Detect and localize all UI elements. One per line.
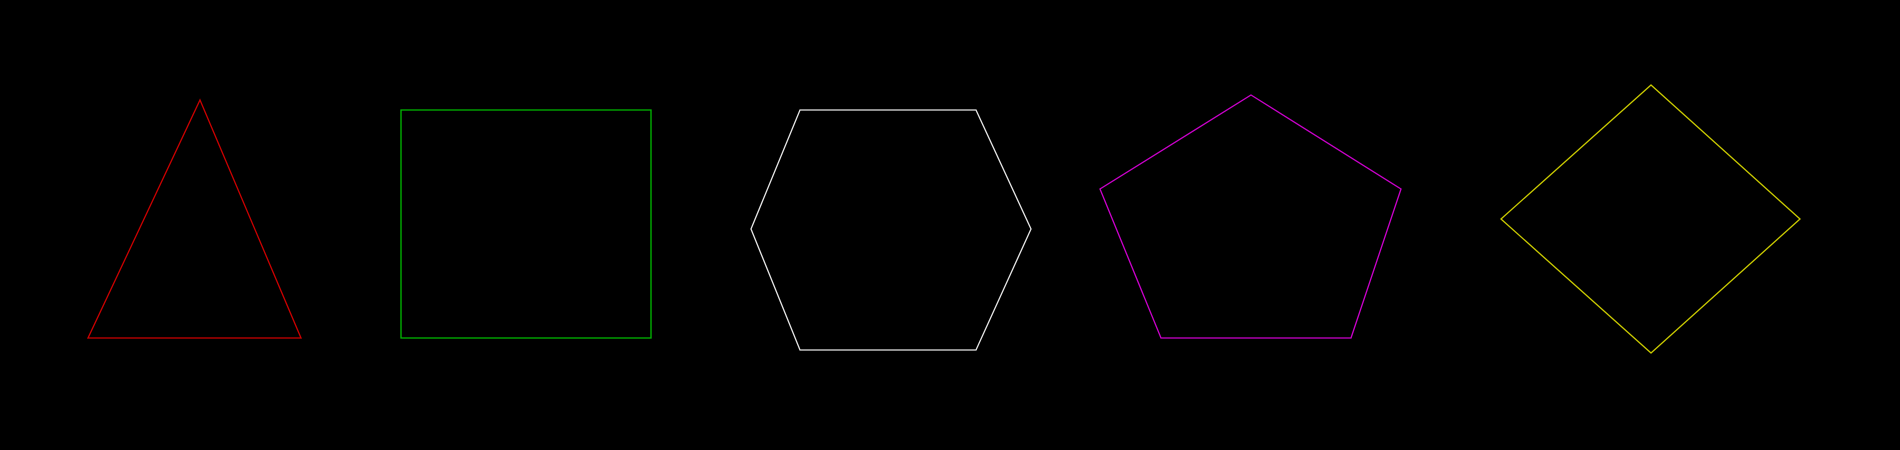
white-hexagon-outline: [750, 109, 1032, 351]
yellow-diamond-outline: [1500, 84, 1801, 354]
red-triangle-outline: [86, 98, 302, 339]
magenta-pentagon-outline: [1099, 94, 1402, 339]
green-rectangle-outline: [400, 109, 652, 339]
